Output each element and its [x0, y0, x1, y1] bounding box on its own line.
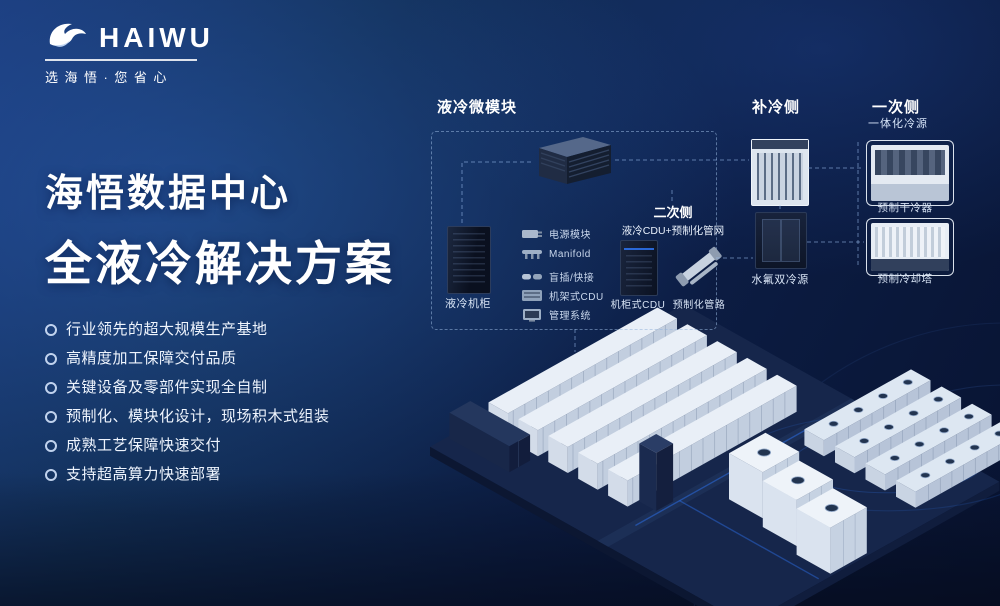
bullet-icon — [45, 382, 57, 394]
cdu-grille — [626, 255, 652, 289]
pipe-icon — [675, 246, 722, 287]
page-title-line1: 海悟数据中心 — [45, 173, 292, 215]
feature-item: 关键设备及零部件实现全自制 — [45, 378, 330, 397]
cooling-tower-ridges — [875, 227, 945, 257]
cooling-tower-base — [871, 258, 949, 271]
dual-source-panel — [762, 219, 781, 262]
liquid-cooling-module-image — [539, 137, 611, 184]
feature-item: 高精度加工保障交付品质 — [45, 349, 330, 368]
prefab-pipe-image — [674, 239, 724, 295]
dry-cooler-base — [871, 184, 949, 201]
label-manifold: Manifold — [549, 248, 591, 260]
label-cooling-tower: 预制冷却塔 — [877, 273, 933, 285]
label-dual-source: 水氟双冷源 — [751, 274, 809, 286]
secondary-side-block: 二次侧 液冷CDU+预制化管网 — [610, 202, 736, 238]
cooling-tower-frame — [866, 218, 954, 276]
haiwu-swan-logo-icon — [49, 23, 86, 47]
brand-block: HAIWU 选海悟·您省心 — [45, 18, 214, 86]
dry-cooler-image — [871, 145, 949, 201]
manifold-icon — [522, 250, 542, 259]
bullet-icon — [45, 411, 57, 423]
cdu-accent-strip — [624, 248, 654, 250]
dry-cooler-coil — [875, 150, 945, 176]
cabinet-grille — [453, 233, 485, 287]
page-title-line2: 全液冷解决方案 — [45, 237, 395, 290]
section-supplement-side: 补冷侧 — [752, 99, 801, 116]
label-quick-connect: 盲插/快接 — [549, 273, 595, 284]
liquid-cooling-cabinet-image — [447, 226, 491, 294]
rack-cdu-icon — [522, 290, 542, 301]
dual-source-panel — [781, 219, 800, 262]
rack-header — [752, 140, 808, 149]
feature-text: 高精度加工保障交付品质 — [66, 350, 237, 367]
supplement-rack-image — [751, 139, 809, 206]
feature-item: 支持超高算力快速部署 — [45, 465, 330, 484]
feature-item: 行业领先的超大规模生产基地 — [45, 320, 330, 339]
component-manifold: Manifold — [521, 248, 591, 260]
dual-source-image — [755, 212, 807, 269]
label-liquid-cooling-cabinet: 液冷机柜 — [445, 298, 491, 310]
bullet-icon — [45, 324, 57, 336]
secondary-side-title: 二次侧 — [653, 205, 693, 220]
feature-text: 关键设备及零部件实现全自制 — [66, 379, 268, 396]
label-mgmt-system: 管理系统 — [549, 311, 591, 322]
label-rack-cdu: 机架式CDU — [549, 292, 604, 303]
feature-text: 支持超高算力快速部署 — [66, 466, 222, 483]
component-mgmt-system: 管理系统 — [521, 307, 591, 322]
brand-divider — [45, 59, 197, 61]
cabinet-cdu-image — [620, 240, 658, 296]
power-module-icon — [522, 229, 542, 238]
section-primary-side: 一次侧 — [872, 99, 921, 116]
quick-connect-icon — [522, 273, 542, 279]
feature-item: 预制化、模块化设计，现场积木式组装 — [45, 407, 330, 426]
secondary-side-subtitle: 液冷CDU+预制化管网 — [621, 225, 725, 237]
label-dry-cooler: 预制干冷器 — [877, 202, 933, 214]
feature-text: 成熟工艺保障快速交付 — [66, 437, 222, 454]
brand-tagline: 选海悟·您省心 — [45, 69, 173, 85]
bullet-icon — [45, 353, 57, 365]
label-prefab-pipe: 预制化管路 — [672, 300, 726, 311]
component-rack-cdu: 机架式CDU — [521, 288, 604, 303]
label-cabinet-cdu: 机柜式CDU — [610, 300, 666, 311]
component-quick-connect: 盲插/快接 — [521, 269, 594, 284]
feature-text: 行业领先的超大规模生产基地 — [66, 321, 268, 338]
dry-cooler-frame — [866, 140, 954, 206]
feature-list: 行业领先的超大规模生产基地高精度加工保障交付品质关键设备及零部件实现全自制预制化… — [45, 320, 330, 494]
title-block: 海悟数据中心 全液冷解决方案 — [45, 162, 395, 294]
management-system-icon — [523, 308, 541, 322]
bullet-icon — [45, 469, 57, 481]
bullet-icon — [45, 440, 57, 452]
brand-wordmark: HAIWU — [99, 22, 214, 53]
section-micro-module: 液冷微模块 — [437, 99, 518, 116]
rack-slats — [757, 153, 803, 200]
cooling-tower-image — [871, 223, 949, 271]
label-power-module: 电源模块 — [549, 230, 591, 241]
feature-text: 预制化、模块化设计，现场积木式组装 — [66, 408, 330, 425]
feature-item: 成熟工艺保障快速交付 — [45, 436, 330, 455]
section-primary-sub: 一体化冷源 — [868, 118, 928, 130]
component-power-module: 电源模块 — [521, 226, 591, 241]
